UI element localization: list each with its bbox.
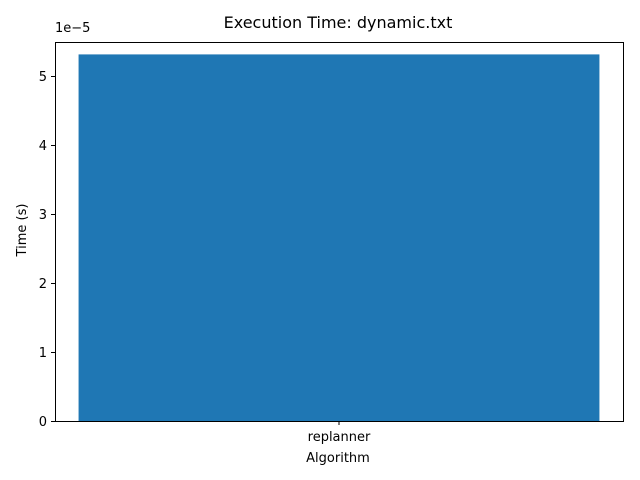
- bar-group: [78, 54, 600, 422]
- x-axis-label: Algorithm: [306, 451, 370, 466]
- y-axis-label: Time (s): [15, 204, 30, 258]
- y-tick-label: 1: [39, 346, 47, 361]
- y-tick-label: 3: [39, 208, 47, 223]
- y-tick-label: 4: [39, 139, 47, 154]
- bar-replanner: [78, 54, 600, 422]
- x-axis-ticks: replanner: [308, 421, 371, 445]
- chart-title: Execution Time: dynamic.txt: [224, 13, 453, 32]
- x-tick-label: replanner: [308, 430, 371, 445]
- y-tick-label: 0: [39, 415, 47, 430]
- y-tick-label: 2: [39, 277, 47, 292]
- y-tick-label: 5: [39, 70, 47, 85]
- y-axis-ticks: 0 1 2 3 4 5: [39, 70, 55, 430]
- axes-frame: [55, 42, 624, 422]
- y-offset-label: 1e−5: [55, 21, 90, 36]
